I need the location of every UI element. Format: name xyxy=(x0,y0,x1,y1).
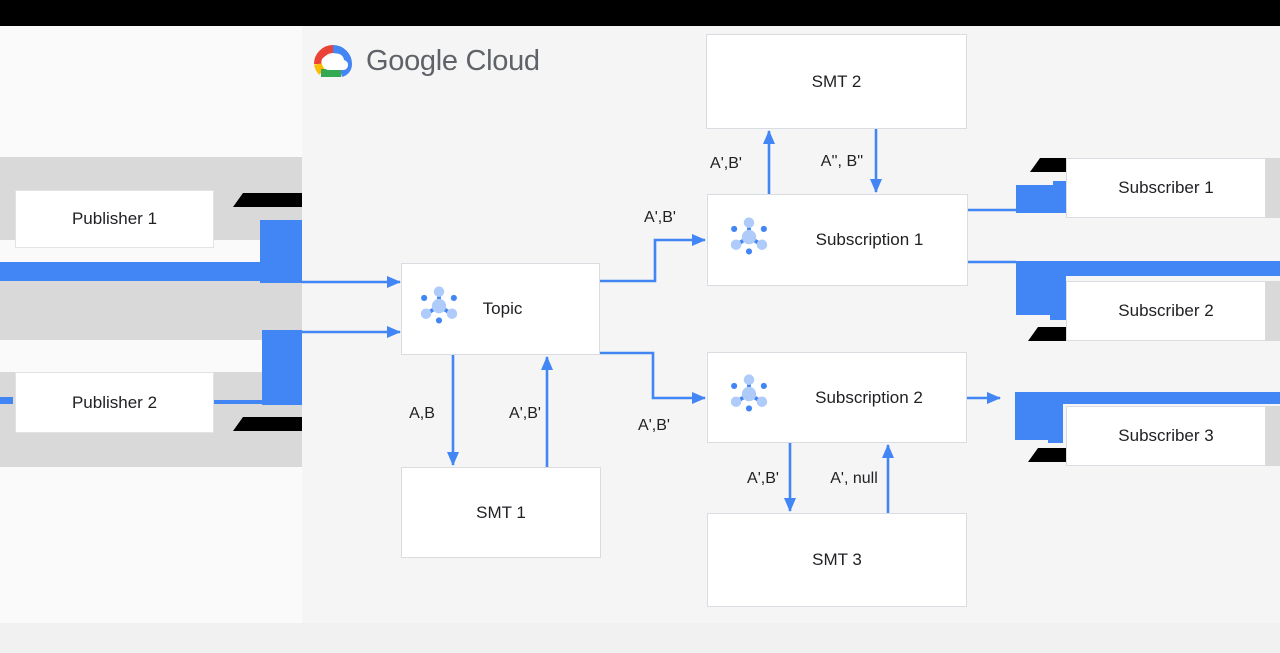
edge-label-subscription2-smt3: A',B' xyxy=(747,470,779,487)
subscription-2-label: Subscription 2 xyxy=(815,387,923,407)
magnified-arrow-step-subscriber2 xyxy=(1050,311,1066,320)
magnified-arrow-band-publisher1 xyxy=(0,262,260,281)
redacted-label-subscriber-2 xyxy=(1028,327,1066,341)
publisher-1-label: Publisher 1 xyxy=(71,209,158,228)
node-subscriber-3: Subscriber 3 xyxy=(1066,406,1266,466)
publisher-2-label: Publisher 2 xyxy=(71,392,158,412)
google-cloud-logo-icon xyxy=(308,41,358,81)
edge-label-subscription1-smt2: A',B' xyxy=(710,155,742,172)
subscriber-1-label: Subscriber 1 xyxy=(1118,178,1214,197)
redacted-top-bar xyxy=(0,0,1280,26)
smt-2-label: SMT 2 xyxy=(811,71,862,91)
edge-label-topic-subscription1: A',B' xyxy=(644,209,676,226)
edge-label-smt2-subscription1: A'', B'' xyxy=(820,153,864,170)
redacted-label-publisher-2 xyxy=(233,417,302,431)
arrow-topic-to-subscription1 xyxy=(600,234,706,283)
pubsub-topic-icon xyxy=(416,284,462,335)
redacted-label-publisher-1 xyxy=(233,193,302,207)
node-publisher-2: Publisher 2 xyxy=(15,372,214,433)
subscription-1-label: Subscription 1 xyxy=(815,230,924,249)
magnified-arrow-band-subscriber2 xyxy=(1016,261,1280,276)
edge-label-smt1-topic: A',B' xyxy=(509,405,541,422)
subscriber-3-label: Subscriber 3 xyxy=(1118,426,1214,445)
node-smt-3: SMT 3 xyxy=(707,513,967,607)
node-subscription-1: Subscription 1 xyxy=(707,194,968,286)
magnified-arrow-step-subscriber3 xyxy=(1048,435,1063,443)
redacted-label-subscriber-1 xyxy=(1030,158,1066,172)
smt-3-label: SMT 3 xyxy=(812,550,862,569)
edge-label-topic-smt1: A,B xyxy=(409,405,435,422)
node-smt-1: SMT 1 xyxy=(401,467,601,558)
magnified-arrow-sliver xyxy=(0,397,13,404)
gray-band-middle xyxy=(0,281,302,340)
node-subscriber-2: Subscriber 2 xyxy=(1066,281,1266,341)
magnified-arrow-line-publisher2 xyxy=(214,400,262,404)
pubsub-subscription-icon xyxy=(726,372,772,423)
node-publisher-1: Publisher 1 xyxy=(15,190,214,248)
arrow-topic-to-subscription2 xyxy=(600,351,706,404)
google-cloud-logo-text: Google Cloud xyxy=(366,45,540,77)
magnified-arrow-block-subscriber3 xyxy=(1015,392,1063,440)
node-topic: Topic xyxy=(401,263,600,355)
bottom-strip xyxy=(0,623,1280,653)
pubsub-subscription-icon xyxy=(726,215,772,266)
edge-label-smt3-subscription2: A', null xyxy=(830,470,878,487)
node-smt-2: SMT 2 xyxy=(706,34,967,129)
magnified-arrow-block-subscriber2 xyxy=(1016,261,1066,315)
smt-1-label: SMT 1 xyxy=(476,502,526,522)
magnified-arrow-step-subscriber1 xyxy=(1053,181,1066,187)
gray-strip-subscriber-1 xyxy=(1266,158,1280,218)
node-subscription-2: Subscription 2 xyxy=(707,352,967,443)
magnified-arrow-band-subscriber3 xyxy=(1015,392,1280,404)
node-subscriber-1: Subscriber 1 xyxy=(1066,158,1266,218)
gray-strip-subscriber-2 xyxy=(1266,281,1280,341)
topic-label: Topic xyxy=(482,299,523,318)
magnified-arrow-block-publisher2 xyxy=(262,330,302,405)
magnified-arrow-block-subscriber1 xyxy=(1016,185,1066,213)
edge-label-topic-subscription2: A',B' xyxy=(638,417,670,434)
subscriber-2-label: Subscriber 2 xyxy=(1118,301,1214,320)
redacted-label-subscriber-3 xyxy=(1028,448,1066,462)
gray-strip-subscriber-3 xyxy=(1266,406,1280,466)
magnified-arrow-block-publisher1 xyxy=(260,220,302,283)
